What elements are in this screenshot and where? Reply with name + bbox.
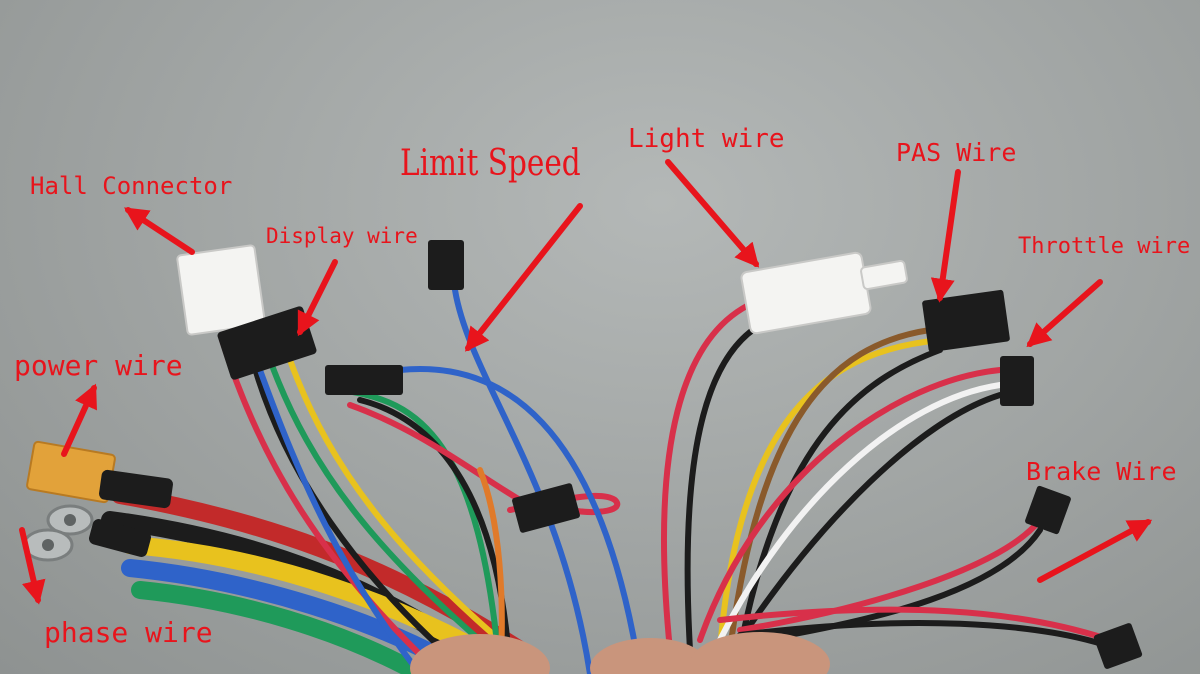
small-black-connectors [325, 240, 1143, 669]
hands [410, 632, 830, 674]
left-thin-wires [219, 287, 643, 674]
light-wire-label: Light wire [628, 124, 785, 154]
throttle-wire-label: Throttle wire [1018, 234, 1191, 259]
limit-speed-label: Limit Speed [400, 143, 581, 184]
hall-connector-label: Hall Connector [30, 172, 233, 200]
hall-connector [176, 244, 266, 336]
right-thin-wires [661, 297, 1123, 653]
display-connector [217, 306, 317, 380]
power-connector [26, 440, 173, 509]
brake-wire-label: Brake Wire [1026, 457, 1177, 486]
light-connector [740, 251, 908, 335]
power-wire-label: power wire [14, 349, 183, 382]
ring-terminals [22, 504, 151, 562]
annotation-arrows [19, 159, 1153, 605]
pas-wire-label: PAS Wire [896, 138, 1017, 167]
display-wire-label: Display wire [266, 224, 418, 248]
phase-wire-label: phase wire [44, 616, 213, 649]
